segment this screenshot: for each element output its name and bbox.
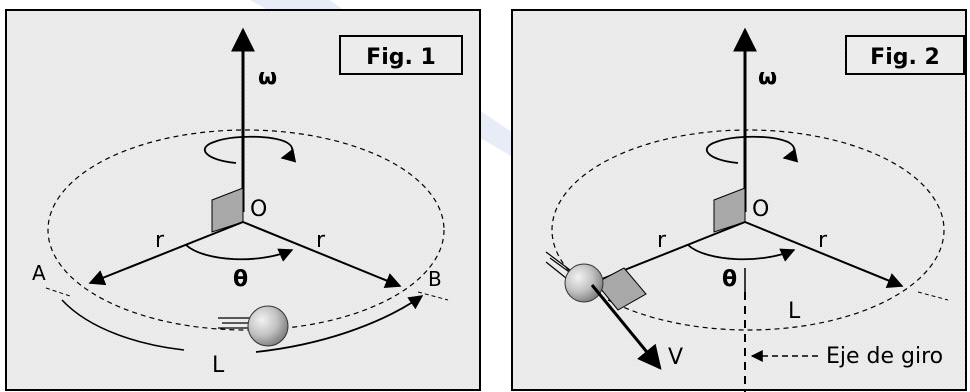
fig1-point-b: B	[428, 267, 442, 291]
fig1-title: Fig. 1	[366, 45, 436, 70]
fig1-tick-b	[417, 291, 449, 301]
fig1-arc-length-label: L	[212, 353, 225, 378]
fig2-theta-label: θ	[722, 267, 737, 292]
panel-fig2: Fig. 2 ω O r r θ L V	[511, 9, 967, 392]
fig1-rotation-arrow	[203, 135, 297, 164]
fig2-origin-label: O	[752, 197, 769, 222]
fig2-tangent-plate	[595, 267, 647, 311]
fig2-title: Fig. 2	[870, 45, 940, 70]
fig1-title-box	[339, 35, 463, 75]
fig1-orbit-ellipse	[47, 129, 445, 331]
fig2-radius-right	[744, 221, 904, 288]
fig1-radius-left	[88, 221, 244, 286]
fig2-speed-line	[545, 251, 571, 271]
fig1-theta-arc	[185, 244, 294, 262]
fig2-axis-label: Eje de giro	[826, 344, 943, 369]
fig2-speed-line	[549, 257, 573, 275]
fig1-origin-label: O	[250, 197, 267, 222]
fig2-velocity-label: V	[668, 345, 683, 370]
fig1-r-left-label: r	[155, 228, 165, 253]
fig1-theta-label: θ	[233, 267, 248, 292]
fig2-orbit-ellipse	[551, 129, 945, 331]
fig1-omega-label: ω	[258, 65, 277, 90]
fig2-arc-length-label: L	[788, 299, 801, 324]
fig1-tick-a	[45, 287, 71, 297]
fig2-title-box	[845, 35, 965, 75]
fig1-radius-right	[242, 221, 402, 288]
fig2-tick-right	[917, 291, 949, 301]
fig1-r-right-label: r	[316, 228, 326, 253]
fig1-arc-path	[61, 299, 185, 351]
fig1-point-a: A	[32, 261, 46, 285]
panel-fig1: Fig. 1 ω O r r θ A B L	[5, 9, 481, 391]
watermark-shape	[250, 0, 560, 185]
fig2-rotation-arrow	[705, 135, 799, 164]
fig2-ball	[564, 263, 604, 303]
fig2-omega-label: ω	[758, 65, 777, 90]
fig2-r-left-label: r	[657, 228, 667, 253]
fig2-speed-line	[545, 261, 567, 279]
fig1-arc-path-head	[255, 295, 424, 353]
fig2-theta-arc	[687, 244, 796, 262]
fig2-velocity-vector	[590, 284, 662, 370]
fig2-r-right-label: r	[818, 228, 828, 253]
fig1-ball	[247, 305, 289, 347]
